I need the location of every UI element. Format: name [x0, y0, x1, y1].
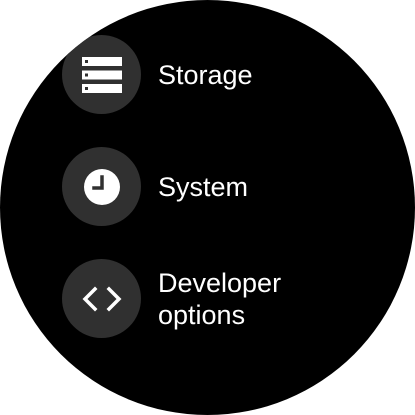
settings-item-system[interactable]: System	[62, 147, 308, 226]
settings-item-label: Developer options	[158, 267, 282, 330]
settings-item-label: System	[158, 171, 249, 202]
settings-item-storage[interactable]: Storage	[62, 35, 308, 114]
clock-icon-container	[62, 147, 141, 226]
code-icon-container	[62, 259, 141, 338]
code-icon	[82, 286, 121, 311]
settings-item-developer-options[interactable]: Developer options	[62, 259, 308, 338]
storage-icon	[81, 56, 122, 93]
settings-item-label: Storage	[158, 59, 253, 90]
storage-icon-container	[62, 35, 141, 114]
clock-icon	[83, 168, 120, 205]
